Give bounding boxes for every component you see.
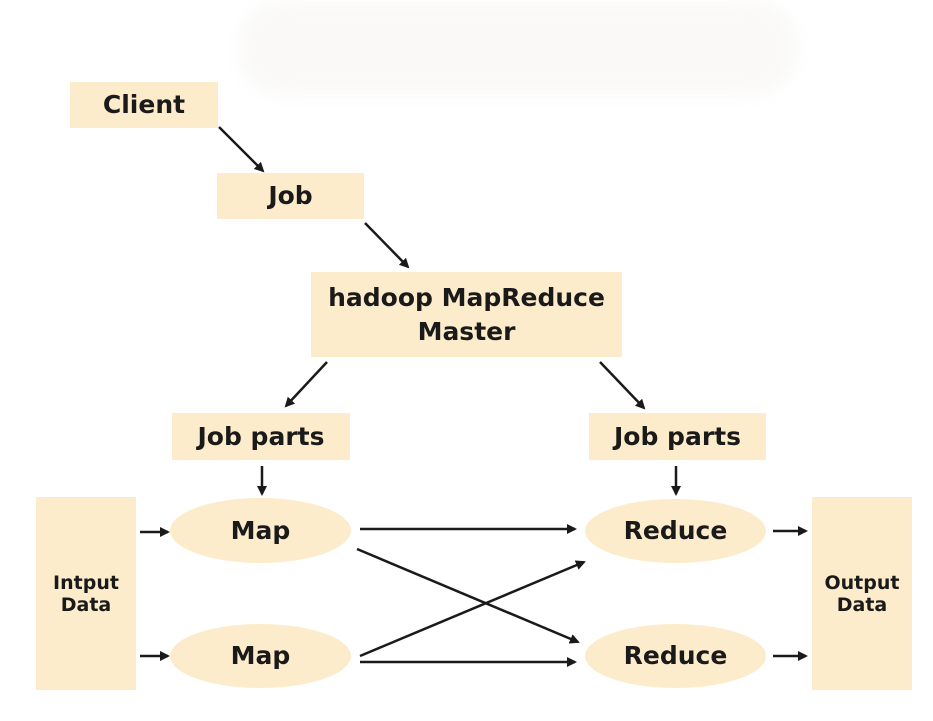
job-parts-right-label: Job parts [613,421,741,451]
arrow-map-top-to-reduce-bottom [356,547,580,644]
job-parts-left-label: Job parts [197,421,325,451]
arrow-master-to-job-parts-left [284,361,328,408]
reduce-bottom-label: Reduce [623,641,728,670]
output-data-label: Output Data [824,571,900,616]
mapreduce-master-box: hadoop MapReduce Master [311,272,622,357]
reduce-top-ellipse: Reduce [585,499,766,563]
arrow-job-to-master [364,222,410,269]
blurred-header-banner [238,0,798,96]
job-box: Job [217,173,364,219]
arrow-master-to-job-parts-right [599,361,646,410]
mapreduce-master-label: hadoop MapReduce Master [328,282,605,346]
job-parts-left-box: Job parts [172,413,350,460]
input-data-label: Intput Data [53,571,119,616]
arrow-client-to-job [218,126,265,173]
output-data-box: Output Data [812,497,912,690]
map-top-ellipse: Map [170,498,351,563]
reduce-top-label: Reduce [623,516,728,545]
reduce-bottom-ellipse: Reduce [585,624,766,688]
arrow-map-bottom-to-reduce-top [359,560,586,658]
map-top-label: Map [230,515,291,545]
map-bottom-label: Map [230,641,291,670]
job-label: Job [268,181,313,210]
map-bottom-ellipse: Map [170,624,351,688]
input-data-box: Intput Data [36,497,136,690]
client-label: Client [102,90,186,119]
client-box: Client [70,82,218,128]
job-parts-right-box: Job parts [589,413,766,460]
